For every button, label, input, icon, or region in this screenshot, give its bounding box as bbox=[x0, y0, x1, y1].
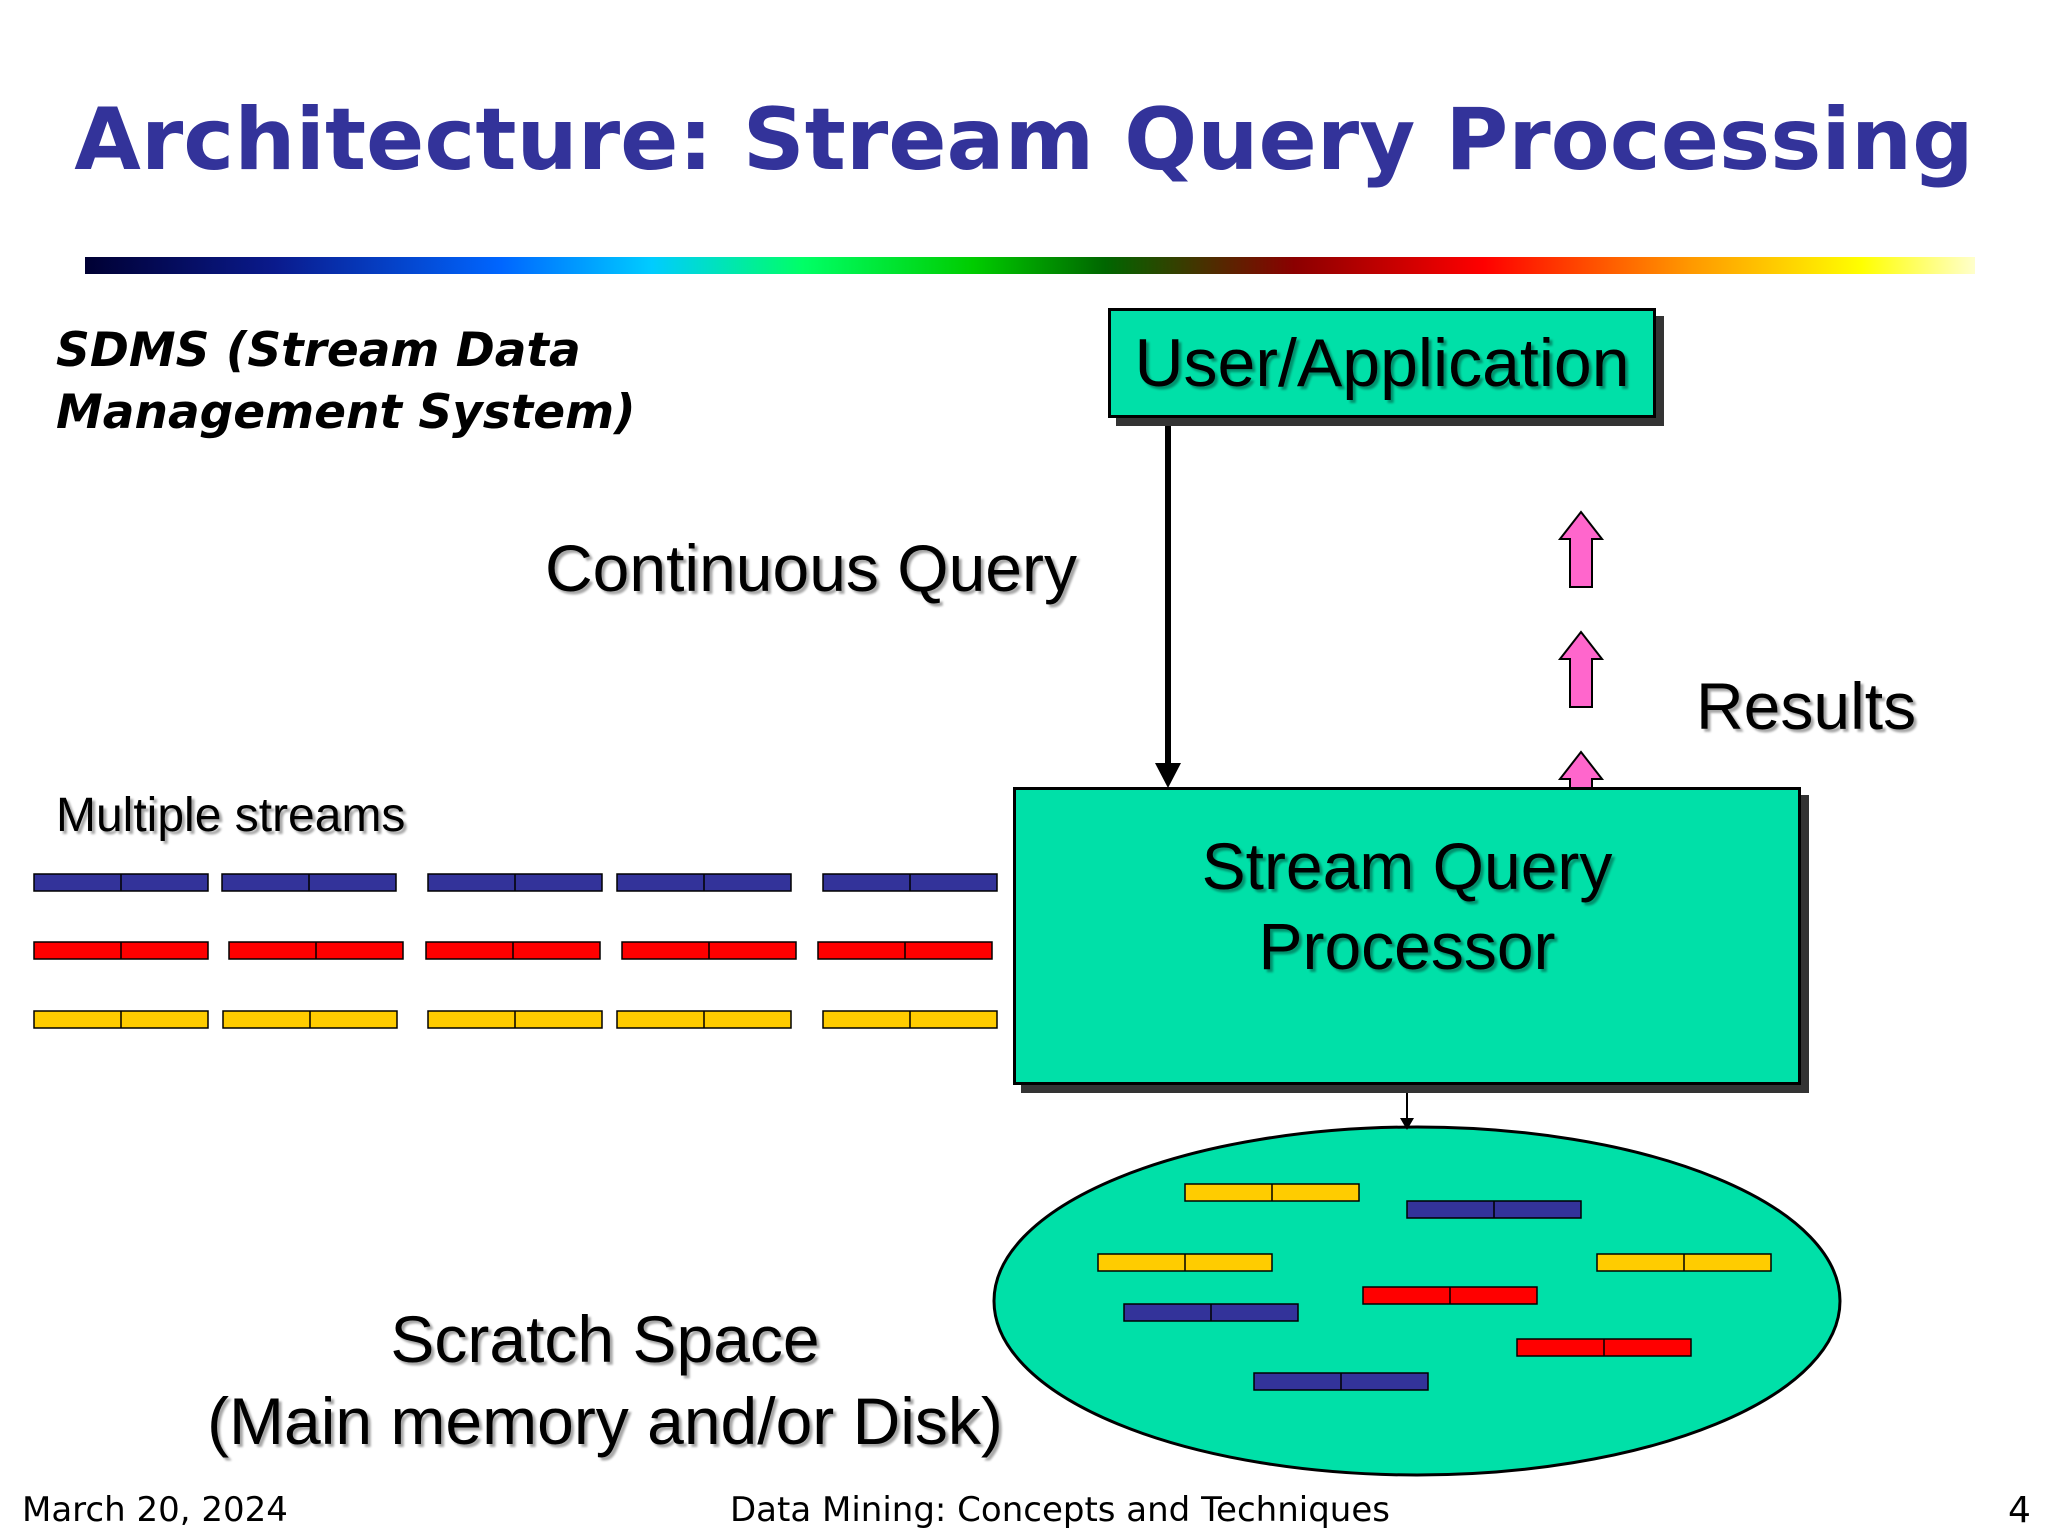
scratch-segment bbox=[1097, 1253, 1273, 1272]
results-arrows bbox=[1557, 510, 1605, 828]
user-application-label: User/Application bbox=[1134, 325, 1630, 401]
scratch-label-line-1: Scratch Space bbox=[390, 1302, 820, 1376]
stream-segment bbox=[621, 941, 797, 960]
user-application-box: User/Application bbox=[1108, 308, 1656, 418]
slide-title: Architecture: Stream Query Processing bbox=[74, 90, 1974, 190]
stream-segment bbox=[33, 941, 209, 960]
scratch-segment bbox=[1123, 1303, 1299, 1322]
sdms-label-line-1: SDMS (Stream Data bbox=[56, 323, 581, 378]
footer-date: March 20, 2024 bbox=[22, 1490, 288, 1530]
scratch-segment bbox=[1596, 1253, 1772, 1272]
scratch-segment bbox=[1406, 1200, 1582, 1219]
stream-segment bbox=[425, 941, 601, 960]
footer-page-number: 4 bbox=[2008, 1490, 2031, 1531]
stream-segment bbox=[822, 873, 998, 892]
stream-segment bbox=[822, 1010, 998, 1029]
continuous-query-label: Continuous Query bbox=[545, 531, 1077, 605]
stream-segment bbox=[817, 941, 993, 960]
scratch-segment bbox=[1253, 1372, 1429, 1391]
results-label: Results bbox=[1696, 669, 1917, 743]
continuous-query-arrowhead bbox=[1155, 763, 1181, 788]
stream-segment bbox=[228, 941, 404, 960]
scratch-label-line-2: (Main memory and/or Disk) bbox=[207, 1384, 1003, 1458]
stream-segment bbox=[33, 1010, 209, 1029]
processor-label-line-1: Stream Query bbox=[1201, 829, 1613, 903]
stream-segment bbox=[427, 1010, 603, 1029]
stream-segment bbox=[427, 873, 603, 892]
scratch-segments bbox=[1097, 1183, 1772, 1391]
footer-course-title: Data Mining: Concepts and Techniques bbox=[730, 1490, 1390, 1530]
scratch-segment bbox=[1362, 1286, 1538, 1305]
scratch-segment bbox=[1516, 1338, 1692, 1357]
processor-label-line-2: Processor bbox=[1258, 909, 1556, 983]
stream-segment bbox=[221, 873, 397, 892]
result-arrow-icon bbox=[1557, 630, 1605, 708]
stream-segment bbox=[616, 873, 792, 892]
stream-segment bbox=[222, 1010, 398, 1029]
sdms-label-line-2: Management System) bbox=[56, 385, 636, 440]
scratch-segment bbox=[1184, 1183, 1360, 1202]
stream-query-processor-box: Stream Query Processor bbox=[1013, 787, 1801, 1085]
multiple-streams-label: Multiple streams bbox=[56, 789, 406, 842]
title-gradient-rule bbox=[85, 257, 1975, 274]
input-streams bbox=[33, 873, 998, 1029]
sdms-label: SDMS (Stream Data Management System) bbox=[56, 320, 676, 444]
scratch-link-arrowhead bbox=[1400, 1118, 1414, 1130]
stream-segment bbox=[33, 873, 209, 892]
scratch-space-label: Scratch Space (Main memory and/or Disk) bbox=[140, 1298, 1070, 1462]
result-arrow-icon bbox=[1557, 510, 1605, 588]
stream-segment bbox=[616, 1010, 792, 1029]
